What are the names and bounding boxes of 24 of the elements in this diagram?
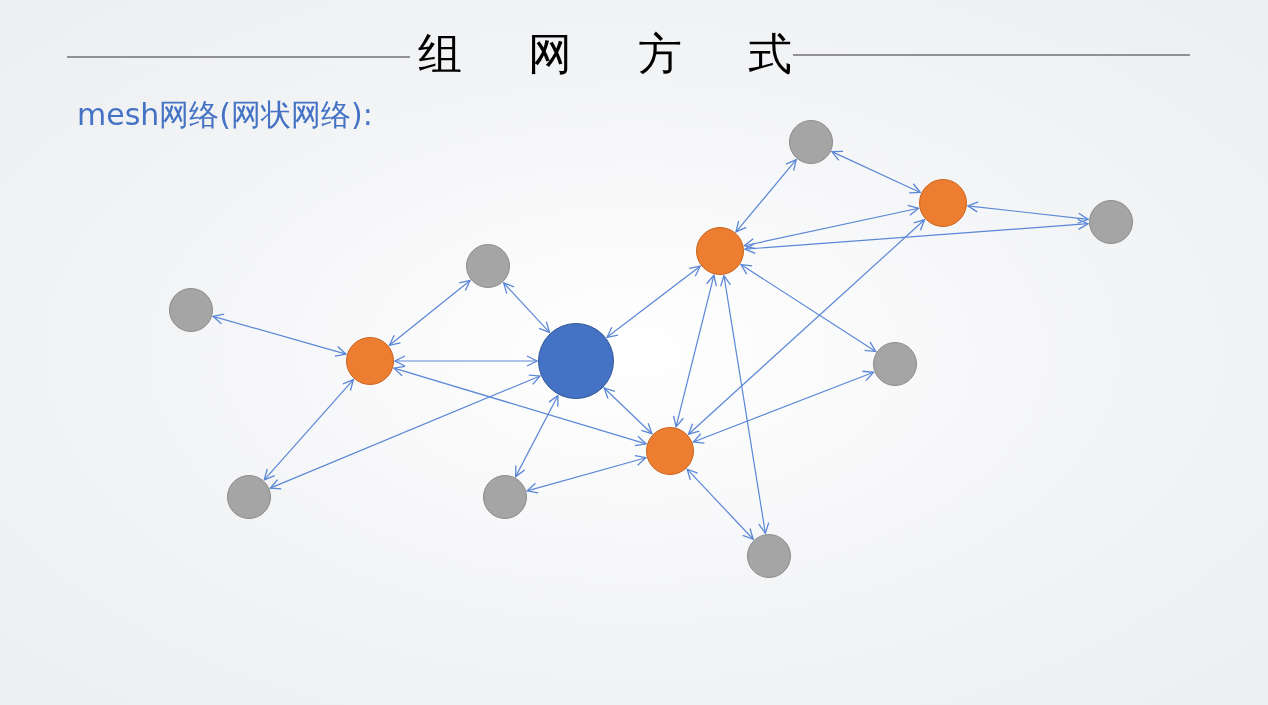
- arrow: [687, 219, 926, 435]
- arrow: [686, 468, 754, 540]
- heading-text: mesh网络(网状网络):: [77, 96, 373, 134]
- arrow: [603, 387, 653, 435]
- arrow: [743, 204, 920, 250]
- arrow: [263, 379, 355, 481]
- arrow: [393, 365, 647, 447]
- arrow: [719, 275, 770, 534]
- arrow: [673, 274, 717, 428]
- arrow: [394, 355, 538, 367]
- arrow: [515, 394, 559, 478]
- arrow: [606, 265, 701, 338]
- arrow: [735, 159, 797, 233]
- arrow: [212, 313, 347, 357]
- arrow: [831, 150, 921, 194]
- arrow: [967, 201, 1089, 224]
- title-text: 组网方式: [418, 27, 858, 81]
- arrow: [388, 279, 471, 346]
- arrow: [269, 374, 541, 490]
- arrow: [744, 218, 1089, 255]
- arrow: [526, 454, 647, 494]
- arrow: [740, 263, 877, 353]
- arrow: [692, 370, 875, 444]
- arrow: [503, 282, 551, 334]
